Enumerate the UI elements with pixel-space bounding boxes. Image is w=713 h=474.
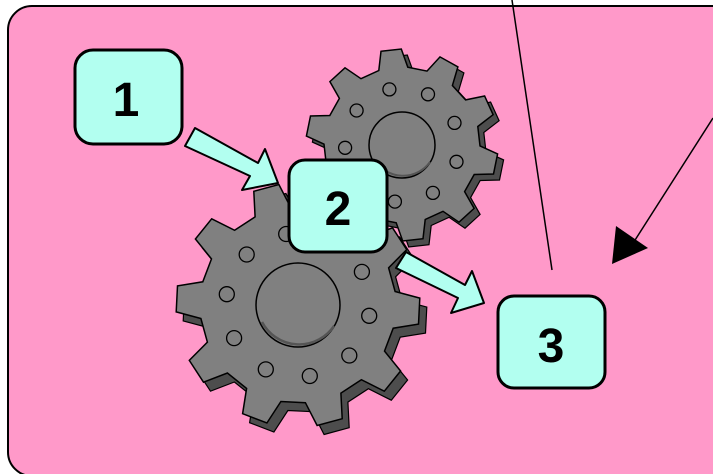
gear-hole: [342, 348, 357, 363]
gear-hole: [227, 331, 242, 346]
gear-hole: [450, 155, 463, 168]
gear-hole: [219, 287, 234, 302]
gear-hole: [239, 247, 254, 262]
gear-hole: [258, 362, 273, 377]
gear-hole: [339, 141, 352, 154]
step-box-3: 3: [498, 296, 605, 388]
gear-hole: [354, 264, 369, 279]
gear-hole: [383, 83, 396, 96]
gear-hole: [426, 186, 439, 199]
step-box-1: 1: [75, 50, 182, 144]
gear-hole: [350, 104, 363, 117]
step-label-2: 2: [325, 183, 352, 236]
gear-hole: [422, 88, 435, 101]
gear-hole: [388, 195, 401, 208]
step-label-3: 3: [538, 320, 565, 373]
step-label-1: 1: [113, 74, 140, 127]
step-box-2: 2: [289, 160, 387, 252]
gear-hole: [302, 369, 317, 384]
gear-hole: [448, 116, 461, 129]
gear-hole: [362, 308, 377, 323]
